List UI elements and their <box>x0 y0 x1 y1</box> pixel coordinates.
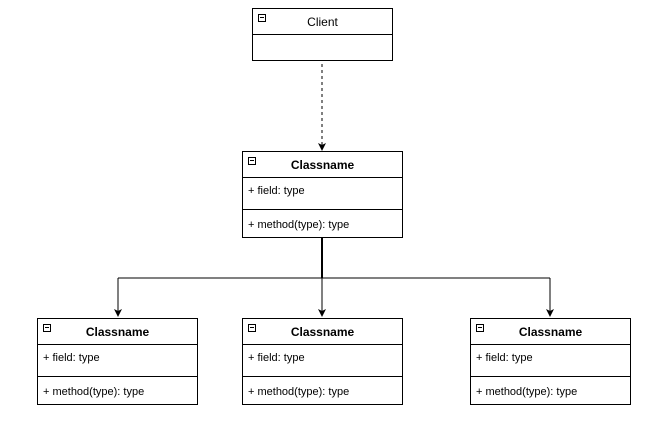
client-class-body <box>253 35 392 60</box>
child-class-field: + field: type <box>471 345 630 377</box>
collapse-icon[interactable] <box>476 324 484 332</box>
client-class-name: Client <box>307 15 338 29</box>
client-class-box[interactable]: Client <box>252 8 393 61</box>
parent-class-box[interactable]: Classname + field: type + method(type): … <box>242 151 403 238</box>
child-class-header: Classname <box>243 319 402 345</box>
collapse-icon[interactable] <box>258 14 266 22</box>
child-class-method: + method(type): type <box>248 386 350 398</box>
child-class-box-left[interactable]: Classname + field: type + method(type): … <box>37 318 198 405</box>
child-class-method: + method(type): type <box>43 386 145 398</box>
child-class-field: + field: type <box>38 345 197 377</box>
child-class-method: + method(type): type <box>476 386 578 398</box>
child-class-header: Classname <box>38 319 197 345</box>
client-class-header: Client <box>253 9 392 35</box>
child-class-name: Classname <box>85 325 150 339</box>
parent-class-method: + method(type): type <box>248 219 350 231</box>
collapse-icon[interactable] <box>248 324 256 332</box>
child-class-name: Classname <box>290 325 355 339</box>
collapse-icon[interactable] <box>248 157 256 165</box>
child-class-box-right[interactable]: Classname + field: type + method(type): … <box>470 318 631 405</box>
parent-class-header: Classname <box>243 152 402 178</box>
child-class-field: + field: type <box>243 345 402 377</box>
parent-class-name: Classname <box>290 158 355 172</box>
child-class-box-center[interactable]: Classname + field: type + method(type): … <box>242 318 403 405</box>
parent-class-field: + field: type <box>243 178 402 210</box>
child-class-name: Classname <box>518 325 583 339</box>
collapse-icon[interactable] <box>43 324 51 332</box>
child-class-header: Classname <box>471 319 630 345</box>
